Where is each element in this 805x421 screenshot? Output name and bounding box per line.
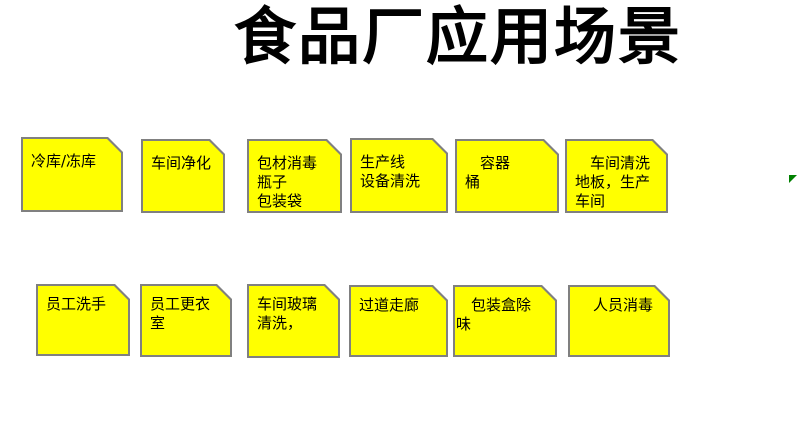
note-label: 容器 桶: [465, 154, 511, 191]
note-face: 冷库/冻库: [23, 139, 121, 210]
note-label: 包材消毒 瓶子 包装袋: [257, 154, 318, 210]
note-label: 员工更衣 室: [150, 295, 211, 332]
note-face: 容器 桶: [457, 141, 557, 211]
note-workshop-purification: 车间净化: [141, 139, 225, 213]
note-label: 车间清洗 地板，生产 车间: [575, 154, 651, 210]
note-face: 员工洗手: [38, 286, 128, 354]
note-face: 车间净化: [143, 141, 223, 211]
note-employee-changing-room: 员工更衣 室: [140, 284, 232, 357]
note-corridor-walkway: 过道走廊: [349, 285, 448, 357]
note-production-line-equipment-cleaning: 生产线 设备清洗: [350, 138, 448, 213]
note-label: 包装盒除 味: [456, 296, 532, 333]
note-label: 员工洗手: [46, 295, 107, 313]
note-label: 过道走廊: [359, 296, 420, 314]
note-cold-storage: 冷库/冻库: [21, 137, 123, 212]
note-container-bucket: 容器 桶: [455, 139, 559, 213]
note-face: 生产线 设备清洗: [352, 140, 446, 211]
note-label: 冷库/冻库: [31, 152, 97, 170]
note-face: 车间清洗 地板，生产 车间: [567, 141, 666, 211]
note-label: 车间净化: [151, 154, 212, 172]
note-label: 生产线 设备清洗: [360, 153, 421, 190]
note-workshop-floor-cleaning: 车间清洗 地板，生产 车间: [565, 139, 668, 213]
note-label: 车间玻璃 清洗，: [257, 295, 318, 332]
note-face: 包材消毒 瓶子 包装袋: [249, 141, 340, 211]
slide-title: 食品厂应用场景: [234, 4, 683, 72]
note-face: 员工更衣 室: [142, 286, 230, 355]
note-packaging-box-deodorization: 包装盒除 味: [453, 285, 557, 357]
note-label: 人员消毒: [578, 296, 654, 314]
note-face: 包装盒除 味: [455, 287, 555, 355]
note-personnel-disinfection: 人员消毒: [568, 285, 670, 357]
note-face: 过道走廊: [351, 287, 446, 355]
note-workshop-glass-cleaning: 车间玻璃 清洗，: [247, 284, 340, 358]
note-face: 人员消毒: [570, 287, 668, 355]
note-packaging-material-disinfection: 包材消毒 瓶子 包装袋: [247, 139, 342, 213]
green-fold-arrow-icon: [789, 175, 797, 183]
note-face: 车间玻璃 清洗，: [249, 286, 338, 356]
note-employee-handwashing: 员工洗手: [36, 284, 130, 356]
